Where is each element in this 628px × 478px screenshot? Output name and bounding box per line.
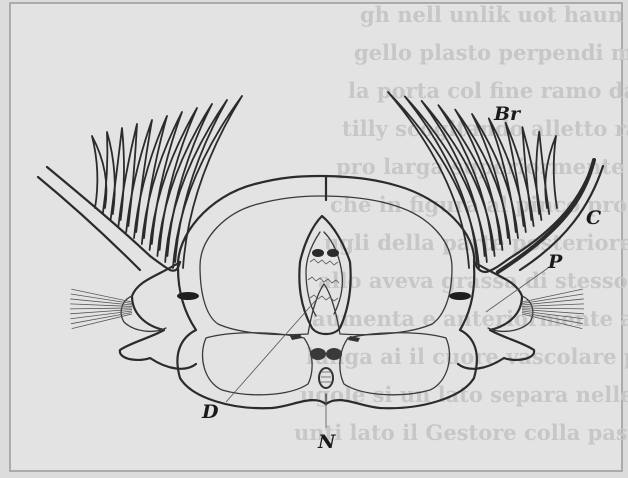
- heart-spot-left: [312, 249, 324, 257]
- label-br: Br: [493, 103, 522, 125]
- right-pore: [449, 292, 471, 300]
- left-pore: [177, 292, 199, 300]
- label-d: D: [201, 401, 219, 423]
- bleed-through-line: gh nell unlik uot haun yuoi gue: [360, 2, 628, 27]
- bleed-through-line: che in figura al pinco pro ffallo, se: [330, 192, 628, 217]
- bleed-through-line: gello plasto perpendi mo scov: [354, 40, 628, 65]
- label-c: C: [586, 207, 601, 229]
- heart-spot-right: [327, 249, 339, 257]
- bleed-through-line: la porta col fine ramo dal coore fis: [348, 78, 628, 103]
- bleed-through-line: unti lato il Gestore colla pastor: [294, 420, 628, 445]
- ganglion-left: [310, 348, 326, 360]
- ganglion-right: [326, 348, 342, 360]
- label-n: N: [317, 431, 336, 453]
- bleed-through-line: ugole si un lato separa nelle parlo pos: [300, 382, 628, 407]
- label-p: P: [547, 251, 563, 273]
- bleed-through-line: lunga ai il cuore vascolare ponto piastr…: [306, 344, 628, 369]
